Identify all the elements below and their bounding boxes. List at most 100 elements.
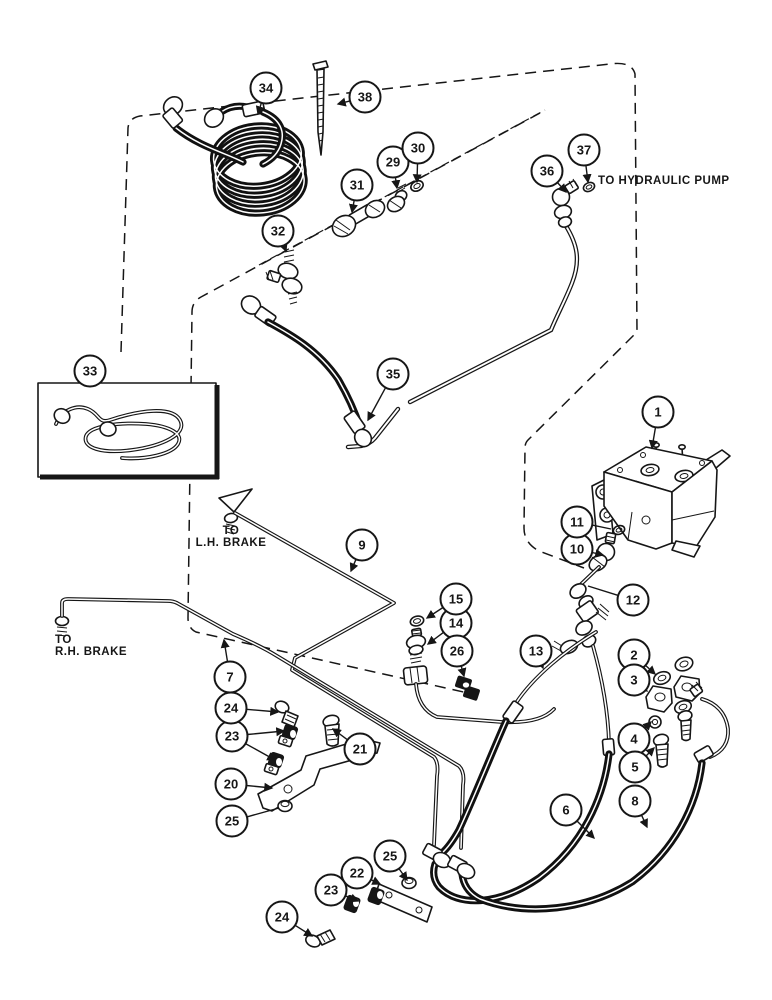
- rh-brake-tube-7: [54, 597, 466, 850]
- clamp-23a-part: [277, 734, 294, 748]
- callout-34: 34: [249, 71, 283, 116]
- callout-23-circle: [314, 873, 348, 907]
- callout-34-circle: [249, 71, 283, 105]
- hose-8-part: [701, 698, 729, 758]
- hose-35-part: [267, 321, 361, 428]
- tube-12: [569, 565, 610, 648]
- callout-11: 11: [560, 505, 612, 539]
- callout-20: 20: [214, 767, 274, 801]
- callout-25-leader: [246, 807, 280, 818]
- dashed-panels: [120, 62, 638, 694]
- label-to-rh-brake-part: R.H. BRAKE: [55, 646, 127, 658]
- coupling-nut-part: [409, 666, 420, 684]
- callout-38: 38: [336, 80, 382, 114]
- bolt-5a: [652, 733, 670, 768]
- callout-15-number: 15: [449, 592, 463, 607]
- callout-2-number: 2: [630, 648, 637, 663]
- callout-37-leader: [582, 165, 592, 184]
- callout-23: 23: [215, 719, 286, 761]
- connector-26: [455, 675, 480, 701]
- clamp-23a2-part: [268, 766, 274, 772]
- callout-31: 31: [340, 168, 374, 214]
- spike-38-part: [317, 76, 325, 142]
- callout-2-leader: [645, 664, 657, 675]
- callout-30: 30: [401, 131, 435, 184]
- tee-fitting-32-part: [265, 270, 274, 281]
- callout-3-number: 3: [630, 673, 637, 688]
- hose-6: [430, 644, 616, 905]
- callout-21: 21: [331, 728, 377, 766]
- callout-24-leader: [294, 924, 314, 937]
- callout-26: 26: [440, 634, 474, 678]
- inset-box-33-part: [53, 407, 71, 425]
- inset-box-33-part: [99, 421, 117, 437]
- callout-36-leader: [556, 182, 567, 194]
- connector-29-part: [388, 199, 402, 209]
- tee-fitting-32-part: [287, 291, 298, 305]
- hose-8-part: [461, 762, 703, 910]
- brake-valve-1-part: [651, 441, 660, 448]
- clamp-23a: [277, 723, 299, 748]
- o-ring-11-part: [612, 524, 626, 536]
- brake-valve-1-part: [641, 515, 651, 525]
- callout-8-leader: [639, 814, 648, 829]
- brake-valve-1-part: [640, 452, 646, 458]
- callout-24-circle: [214, 691, 248, 725]
- label-to-rh-brake-part: TO: [55, 634, 72, 646]
- clamp-23a2-part: [263, 762, 280, 776]
- inner-panel-outline: [187, 112, 541, 694]
- callout-9: 9: [345, 528, 379, 573]
- hose-13-part: [441, 720, 507, 854]
- clamp-23a2-part: [276, 758, 282, 766]
- callout-21-number: 21: [353, 742, 367, 757]
- callout-36-number: 36: [540, 164, 554, 179]
- tee-fitting-32-part: [283, 249, 295, 263]
- callout-4: 4: [617, 721, 652, 756]
- o-ring-11-part: [615, 527, 623, 533]
- lh-brake-tube-9-part: [225, 523, 236, 535]
- tube-12-part: [595, 603, 610, 621]
- elbow-36-part: [557, 216, 573, 228]
- coil-left-elbow: [162, 107, 184, 129]
- elbow-10: [588, 531, 617, 572]
- callout-8-number: 8: [631, 794, 638, 809]
- hose-6-part: [432, 753, 610, 902]
- callout-35-leader: [367, 387, 387, 422]
- callout-34-leader: [255, 102, 265, 116]
- callout-15-leader: [425, 606, 444, 619]
- coiled-hose-34-part-part: [212, 125, 303, 188]
- callout-22: 22: [340, 856, 382, 890]
- callout-7-number: 7: [226, 670, 233, 685]
- fitting-cluster-part: [657, 674, 667, 682]
- callout-22-leader: [370, 876, 382, 885]
- hose35-lower-nut: [353, 428, 373, 448]
- coupler-31-part: [368, 204, 381, 213]
- tube-12-part: [575, 620, 593, 636]
- inset-box-33-part: [55, 406, 183, 460]
- callout-20-leader: [246, 782, 274, 792]
- coiled-hose-34-part: [209, 122, 308, 217]
- callout-22-number: 22: [350, 866, 364, 881]
- clamp-23b-part: [377, 891, 383, 899]
- hose-13-part: [515, 631, 597, 704]
- callout-36-circle: [530, 154, 564, 188]
- fitting-cluster-part: [654, 692, 666, 702]
- callout-25: 25: [215, 804, 280, 838]
- callout-30-circle: [401, 131, 435, 165]
- spike-38: [312, 60, 329, 156]
- tube-12-part: [575, 600, 599, 623]
- callout-23-leader: [345, 893, 360, 903]
- callout-6-number: 6: [562, 803, 569, 818]
- brake-valve-1-part: [627, 510, 715, 541]
- connector-26-part: [462, 682, 470, 688]
- hose-13: [438, 630, 598, 857]
- bolt-24a-part: [284, 714, 297, 724]
- nut-25a-part: [280, 800, 290, 808]
- clamp-23b: [343, 886, 385, 914]
- callout-1-leader: [648, 427, 658, 450]
- callout-10-leader: [591, 548, 605, 558]
- block-3a: [645, 685, 673, 713]
- callout-7: 7: [213, 638, 247, 694]
